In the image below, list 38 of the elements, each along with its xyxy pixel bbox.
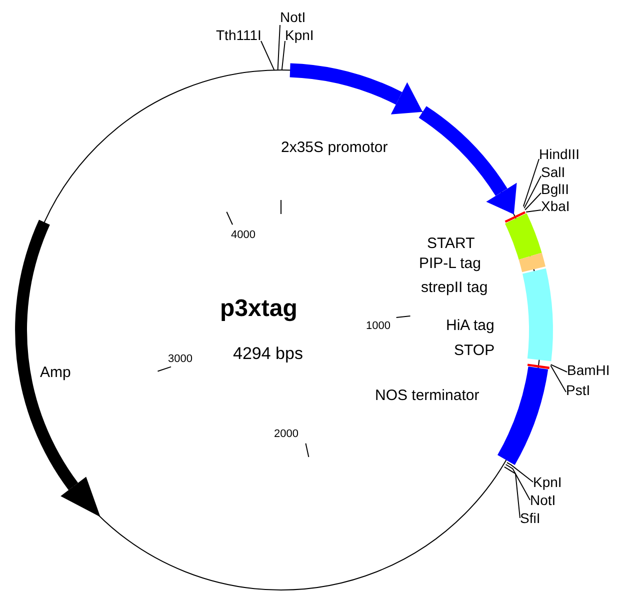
restriction-site-label: Tth111I (216, 28, 262, 44)
restriction-site-label: NotI (280, 10, 306, 26)
leader-line (260, 40, 275, 71)
scale-label: 3000 (168, 353, 192, 366)
feature-label: PIP-L tag (419, 256, 481, 272)
restriction-site-label: XbaI (541, 199, 570, 214)
scale-label: 2000 (274, 428, 298, 440)
leader-line (506, 462, 534, 482)
feature-label: strepII tag (421, 280, 488, 296)
restriction-site-label: KpnI (533, 475, 562, 490)
leader-line (522, 158, 540, 207)
feature-label: 2x35S promotor (281, 140, 388, 156)
feature-label: STOP (454, 343, 495, 360)
scale-label: 1000 (366, 320, 390, 332)
restriction-site-label: PstI (566, 383, 590, 398)
leader-line (526, 210, 542, 212)
feature-label: HiA tag (446, 318, 494, 334)
leader-line (550, 365, 566, 392)
leader-line (504, 466, 520, 518)
scale-label: 4000 (231, 229, 256, 242)
leader-line (524, 176, 542, 209)
restriction-site-label: SalI (541, 165, 566, 180)
restriction-site-label: SfiI (520, 511, 540, 526)
restriction-site-label: KpnI (285, 28, 314, 44)
plasmid-size: 4294 bps (233, 345, 303, 364)
restriction-site-label: NotI (530, 493, 556, 508)
plasmid-name: p3xtag (220, 296, 298, 322)
feature-label: NOS terminator (375, 388, 480, 404)
leader-line (505, 464, 530, 500)
leader-line (550, 364, 568, 372)
leader-line (281, 40, 286, 70)
leader-line (277, 24, 280, 70)
feature-label: START (427, 236, 475, 252)
restriction-site-label: BglII (541, 182, 570, 198)
restriction-site-label: HindIII (539, 147, 580, 162)
feature-label: Amp (40, 365, 71, 382)
restriction-site-label: BamHI (567, 363, 610, 378)
leader-line (524, 192, 542, 210)
